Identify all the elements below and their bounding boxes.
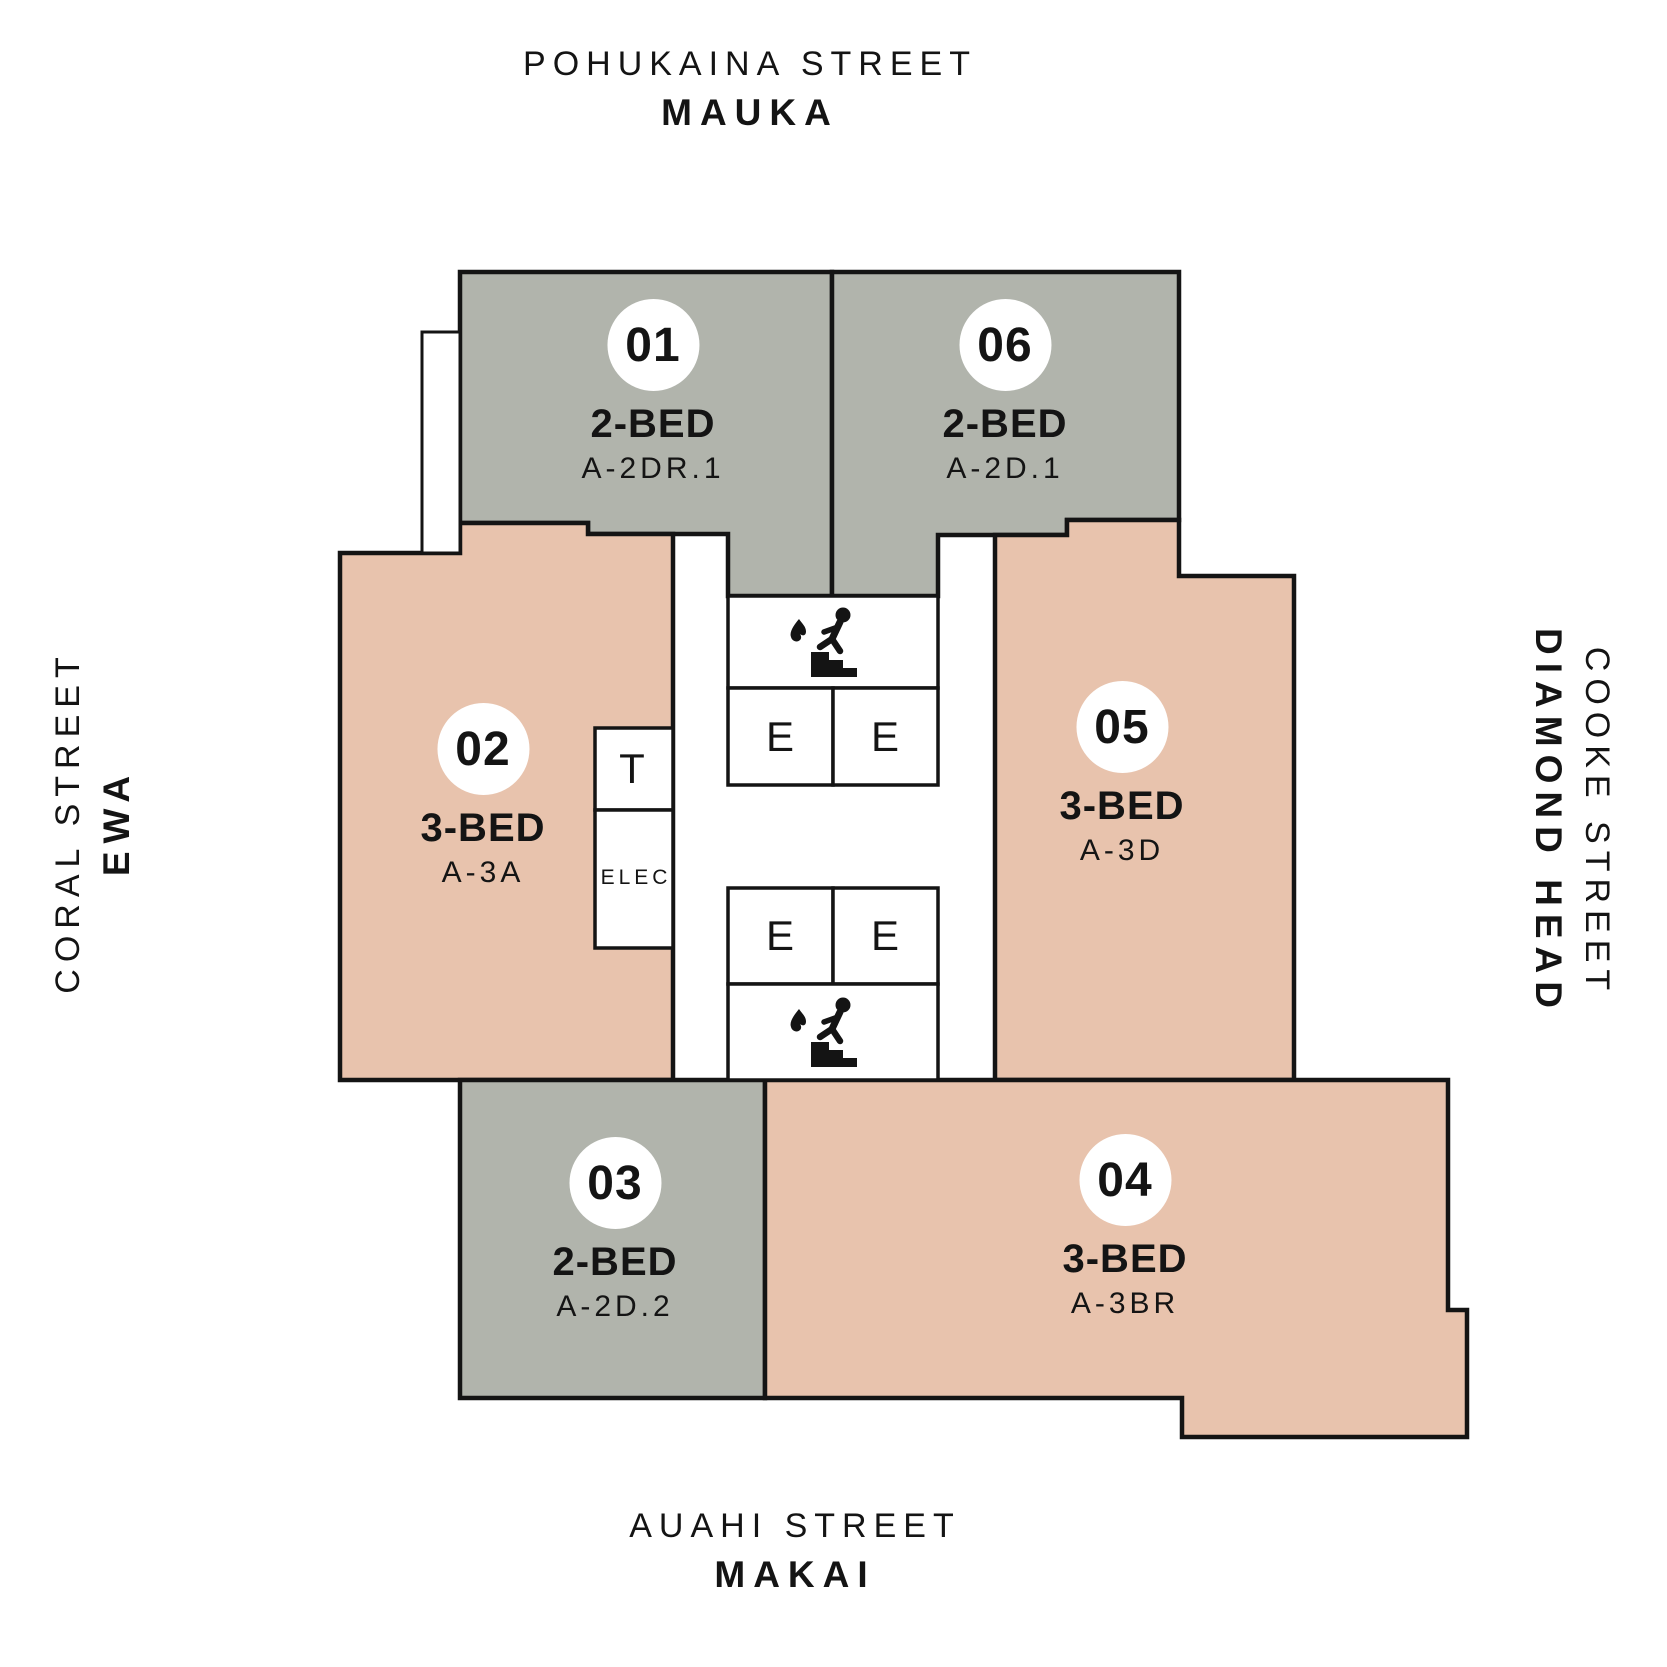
unit-04-label: 04 3-BED A-3BR <box>1062 1134 1187 1322</box>
unit-number: 01 <box>625 318 681 372</box>
unit-number-badge: 05 <box>1076 681 1168 773</box>
unit-04-shape[interactable] <box>762 1077 1470 1440</box>
elevator-label: E <box>870 912 900 959</box>
unit-02-label: 02 3-BED A-3A <box>420 703 545 891</box>
unit-bed-type: 2-BED <box>942 402 1068 446</box>
elevator-room-top-right <box>831 686 940 787</box>
elevator-label: E <box>765 713 795 760</box>
unit-number: 03 <box>587 1156 643 1210</box>
street-direction: MAUKA <box>661 92 839 133</box>
unit-bed-type: 2-BED <box>590 402 716 446</box>
unit-bed-type: 2-BED <box>552 1240 678 1284</box>
street-name: AUAHI STREET <box>629 1507 961 1545</box>
unit-bed-type: 3-BED <box>1062 1237 1188 1281</box>
street-label-bottom: AUAHI STREET MAKAI <box>629 1502 960 1600</box>
unit-plan-code: A-2DR.1 <box>581 452 725 485</box>
electrical-room-label: ELEC <box>600 866 672 889</box>
unit-plan-code: A-3D <box>1079 834 1165 867</box>
unit-number-badge: 04 <box>1079 1134 1171 1226</box>
unit-bed-type: 3-BED <box>1059 784 1185 828</box>
unit-number-badge: 03 <box>569 1137 661 1229</box>
unit-plan-code: A-2D.2 <box>556 1290 674 1323</box>
unit-number-badge: 06 <box>959 299 1051 391</box>
unit-plan-code: A-3BR <box>1070 1287 1180 1320</box>
elevator-room-top-left <box>726 686 835 787</box>
fire-exit-stairs-icon <box>790 607 857 677</box>
wall-notch <box>420 330 462 555</box>
unit-plan-code: A-3A <box>441 856 525 889</box>
unit-plan-code: A-2D.1 <box>946 452 1064 485</box>
trash-room-label: T <box>619 745 645 792</box>
street-name: POHUKAINA STREET <box>523 45 977 83</box>
unit-01-label: 01 2-BED A-2DR.1 <box>581 299 724 487</box>
unit-number-badge: 02 <box>437 703 529 795</box>
street-label-top: POHUKAINA STREET MAUKA <box>523 40 977 138</box>
fire-exit-stairs-icon <box>790 997 857 1067</box>
unit-number: 04 <box>1097 1153 1153 1207</box>
unit-03-label: 03 2-BED A-2D.2 <box>552 1137 677 1325</box>
electrical-room <box>593 808 675 950</box>
unit-number: 02 <box>455 722 511 776</box>
elevator-label: E <box>765 912 795 959</box>
unit-05-label: 05 3-BED A-3D <box>1059 681 1184 869</box>
unit-number: 05 <box>1094 700 1150 754</box>
street-direction: MAKAI <box>714 1554 876 1595</box>
unit-number-badge: 01 <box>606 299 699 391</box>
unit-bed-type: 3-BED <box>420 806 546 850</box>
elevator-label: E <box>870 713 900 760</box>
unit-06-label: 06 2-BED A-2D.1 <box>942 299 1067 487</box>
unit-number: 06 <box>977 318 1033 372</box>
